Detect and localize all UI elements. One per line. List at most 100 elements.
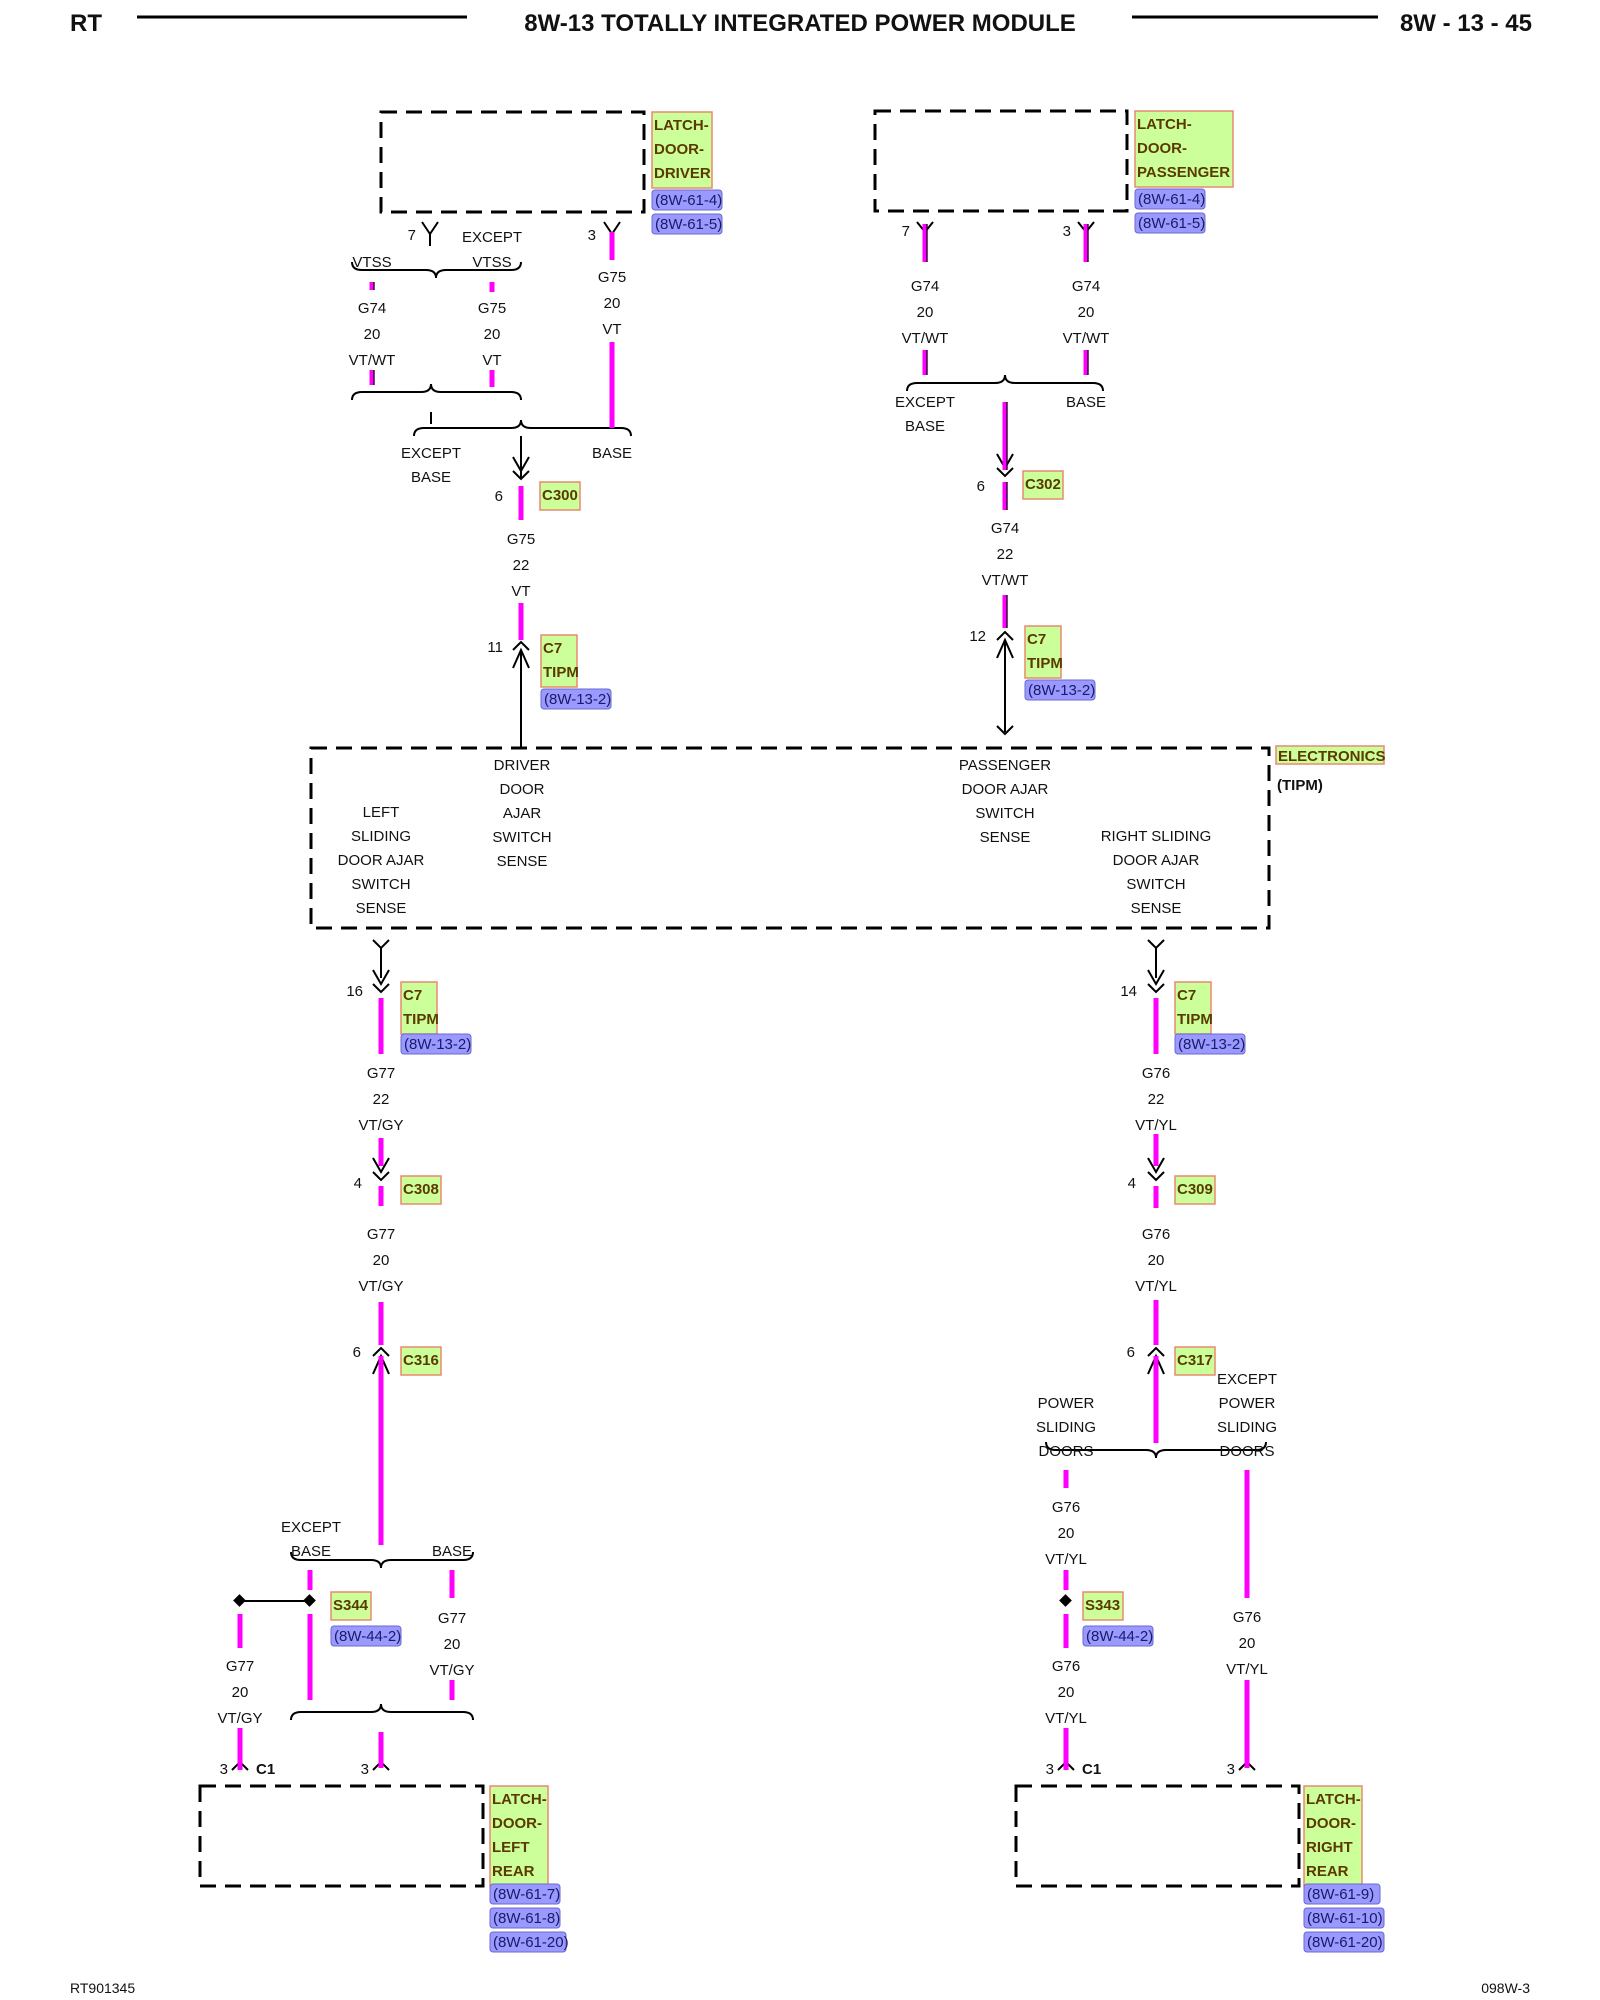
opt-power-sliding-doors-line-2: DOORS xyxy=(1038,1443,1093,1460)
wire-g74-20-vtwt-pass-a-line-2: VT/WT xyxy=(902,330,949,347)
latch-driver-label-line-1: DOOR- xyxy=(654,141,704,158)
func-driver-door-ajar-sense-line-0: DRIVER xyxy=(494,757,551,774)
wire-g74-20-vtwt-pass-b-line-2: VT/WT xyxy=(1063,330,1110,347)
s344-dot-right xyxy=(303,1594,316,1607)
driver-vtss-split-brace xyxy=(351,261,522,279)
latch-passenger-label-line-2: PASSENGER xyxy=(1137,164,1230,181)
wire-g76-20-vtyl-label-d-line-1: 20 xyxy=(1239,1635,1256,1652)
opt-except-power-sliding-doors-line-3: DOORS xyxy=(1219,1443,1274,1460)
rr-pin-a: 3 xyxy=(1046,1761,1054,1778)
opt-power-sliding-doors-line-0: POWER xyxy=(1038,1395,1095,1412)
opt-except-vtss-line-0: EXCEPT xyxy=(462,229,522,246)
left-tipm-cap xyxy=(372,939,390,950)
latch-driver-label-bg xyxy=(651,111,713,189)
wire-g75-22-vt-label-line-2: VT xyxy=(511,583,530,600)
wire-g76-20-vtyl-label-c-line-1: 20 xyxy=(1058,1684,1075,1701)
opt-vtss: VTSS xyxy=(352,254,391,271)
wire-g75-20-vt-label-b-line-2: VT xyxy=(602,321,621,338)
wire-g74-20-vtwt-pass-b-line-1: 20 xyxy=(1078,304,1095,321)
opt-except-base-pass-line-1: BASE xyxy=(905,418,945,435)
wire-g74-22-vtwt-label-line-0: G74 xyxy=(991,520,1019,537)
s343-dot xyxy=(1059,1594,1072,1607)
c7-right-ref: (8W-13-2) xyxy=(1178,1036,1245,1053)
c7-right-ref-bg xyxy=(1174,1033,1246,1055)
s344-dot-left xyxy=(233,1594,246,1607)
driver-merge-brace xyxy=(351,383,522,401)
latch-driver-box xyxy=(379,110,646,214)
func-driver-door-ajar-sense-line-3: SWITCH xyxy=(492,829,551,846)
func-left-sliding-sense-line-3: SWITCH xyxy=(351,876,410,893)
c7-pass-label-line-1: TIPM xyxy=(1027,655,1063,672)
opt-except-base-driver-line-1: BASE xyxy=(411,469,451,486)
c308-pin-4: 4 xyxy=(354,1175,362,1192)
latch-driver-ref-2-bg xyxy=(651,213,723,235)
wire-g76-20-vtyl-label-b-line-1: 20 xyxy=(1058,1525,1075,1542)
opt-base-pass: BASE xyxy=(1066,394,1106,411)
c308-label-bg xyxy=(400,1175,442,1205)
right-tipm-cap xyxy=(1147,939,1165,950)
wire-g74-22-vtwt-label-line-2: VT/WT xyxy=(982,572,1029,589)
func-left-sliding-sense-line-4: SENSE xyxy=(356,900,407,917)
opt-except-base-left-line-1: BASE xyxy=(291,1543,331,1560)
s344-ref: (8W-44-2) xyxy=(334,1628,401,1645)
wire-g76-20-vtyl-label-c-line-0: G76 xyxy=(1052,1658,1080,1675)
latch-driver-ref-2: (8W-61-5) xyxy=(655,216,722,233)
c7-driver-ref-bg xyxy=(540,688,612,710)
wire-g75-20-vt-label-b-line-1: 20 xyxy=(604,295,621,312)
c7-left-label-bg xyxy=(400,981,438,1035)
s344-label: S344 xyxy=(333,1597,369,1614)
s343-ref: (8W-44-2) xyxy=(1086,1628,1153,1645)
func-passenger-door-ajar-sense-line-0: PASSENGER xyxy=(959,757,1051,774)
c7-left-ref-bg xyxy=(400,1033,472,1055)
c7-pass-label-line-0: C7 xyxy=(1027,631,1046,648)
latch-right-rear-ref-3-bg xyxy=(1303,1931,1385,1953)
latch-left-rear-box xyxy=(198,1784,485,1888)
wire-g74-20-vtwt-pass-b-line-0: G74 xyxy=(1072,278,1100,295)
c7-driver-connector-symbol xyxy=(512,640,530,669)
wire-g75-22-vt-label-line-1: 22 xyxy=(513,557,530,574)
wire-g76-20-vtyl-label-a-line-0: G76 xyxy=(1142,1226,1170,1243)
c300-connector-symbol xyxy=(512,456,530,481)
c316-label-bg xyxy=(400,1346,442,1376)
latch-right-rear-ref-1: (8W-61-9) xyxy=(1307,1886,1374,1903)
pass-pin-7: 7 xyxy=(902,223,910,240)
c7-right-label-line-0: C7 xyxy=(1177,987,1196,1004)
s344-ref-bg xyxy=(330,1625,402,1647)
latch-right-rear-label-line-0: LATCH- xyxy=(1306,1791,1361,1808)
c7-right-label-line-1: TIPM xyxy=(1177,1011,1213,1028)
driver-pin7-fork xyxy=(421,221,439,246)
wire-g76-20-vtyl-label-a-line-1: 20 xyxy=(1148,1252,1165,1269)
wire-g75-20-vt-label-a-line-2: VT xyxy=(482,352,501,369)
c7-driver-label-bg xyxy=(540,634,578,688)
footer-right: 098W-3 xyxy=(1481,1980,1530,1996)
wire-g76-20-vtyl-label-d-line-0: G76 xyxy=(1233,1609,1261,1626)
header-left: RT xyxy=(70,10,102,37)
c7-pass-ref: (8W-13-2) xyxy=(1028,682,1095,699)
latch-left-rear-ref-1-bg xyxy=(489,1883,561,1905)
latch-passenger-ref-2-bg xyxy=(1134,212,1206,234)
c7-left-pin-16: 16 xyxy=(346,983,363,1000)
latch-right-rear-ref-2-bg xyxy=(1303,1907,1385,1929)
c309-connector-symbol xyxy=(1147,1157,1165,1182)
wire-g77-20-vtgy-label-b-line-2: VT/GY xyxy=(217,1710,262,1727)
driver-pin-3: 3 xyxy=(588,227,596,244)
latch-passenger-label-bg xyxy=(1134,110,1234,188)
wire-g77-20-vtgy-label-c-line-0: G77 xyxy=(438,1610,466,1627)
wire-g74-20-vtwt-pass-a-line-1: 20 xyxy=(917,304,934,321)
opt-except-power-sliding-doors-line-0: EXCEPT xyxy=(1217,1371,1277,1388)
driver-pin-7: 7 xyxy=(408,227,416,244)
latch-right-rear-label-line-1: DOOR- xyxy=(1306,1815,1356,1832)
latch-driver-label-line-0: LATCH- xyxy=(654,117,709,134)
opt-except-power-sliding-doors-line-1: POWER xyxy=(1219,1395,1276,1412)
lr-pin-a: 3 xyxy=(220,1761,228,1778)
latch-left-rear-label-line-1: DOOR- xyxy=(492,1815,542,1832)
c317-label: C317 xyxy=(1177,1352,1213,1369)
wire-g75-20-vt-label-a-line-1: 20 xyxy=(484,326,501,343)
c300-label: C300 xyxy=(542,487,578,504)
wire-g75-20-vt-label-a-line-0: G75 xyxy=(478,300,506,317)
latch-passenger-box xyxy=(873,109,1129,213)
func-driver-door-ajar-sense-line-1: DOOR xyxy=(500,781,545,798)
module-subtitle: (TIPM) xyxy=(1277,777,1323,794)
left-merge-brace xyxy=(290,1703,474,1721)
s343-ref-bg xyxy=(1082,1625,1154,1647)
